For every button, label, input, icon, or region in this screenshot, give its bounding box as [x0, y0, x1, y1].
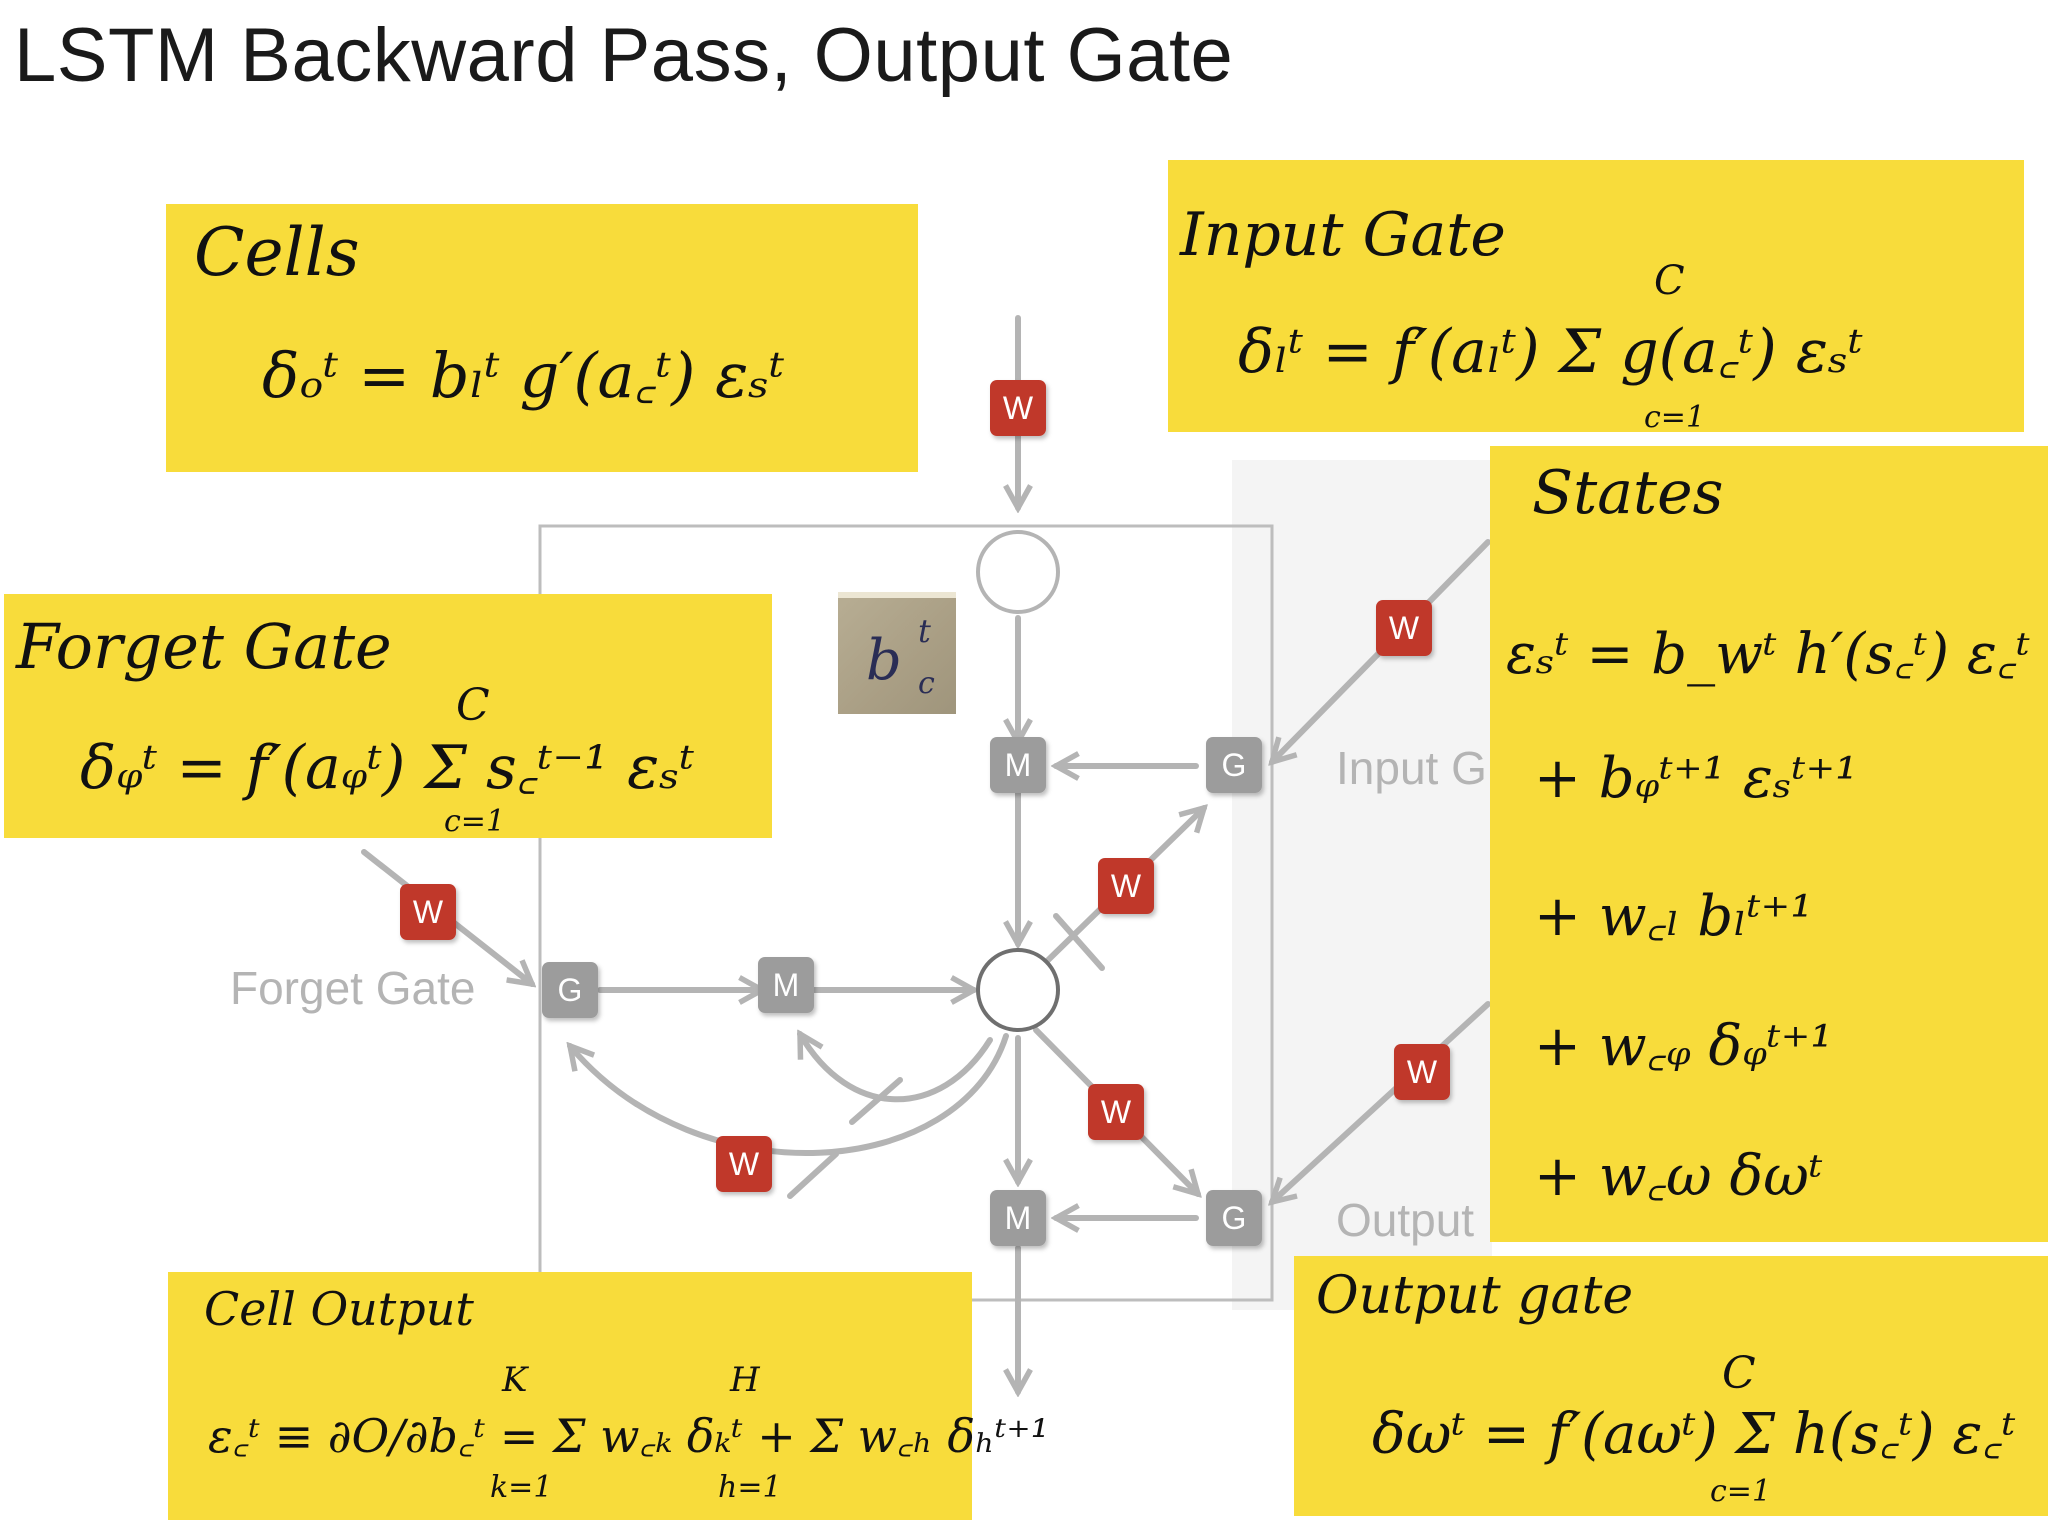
cells-heading: Cells	[194, 214, 360, 291]
weight-box-forget-gate: W	[400, 884, 456, 940]
weight-box-input: W	[990, 380, 1046, 436]
cells-note: Cells δₒᵗ = bₗᵗ g′(a꜀ᵗ) εₛᵗ	[166, 204, 918, 472]
photo-note-bc: b t c	[838, 592, 956, 714]
output-gate-heading: Output gate	[1316, 1266, 1634, 1326]
weight-box-peephole-forget: W	[716, 1136, 772, 1192]
photo-note-sub: c	[918, 666, 935, 701]
cell-output-heading: Cell Output	[204, 1282, 474, 1336]
page-title: LSTM Backward Pass, Output Gate	[14, 13, 1234, 98]
svg-text:W: W	[413, 894, 444, 930]
forget-gate-note: Forget Gate C δᵩᵗ = f′(aᵩᵗ) Σ s꜀ᵗ⁻¹ εₛᵗ …	[4, 594, 772, 839]
states-line: εₛᵗ = b_wᵗ h′(s꜀ᵗ) ε꜀ᵗ	[1506, 622, 2031, 687]
cell-output-equation: ε꜀ᵗ ≡ ∂O/∂b꜀ᵗ = Σ w꜀ₖ δₖᵗ + Σ w꜀ₕ δₕᵗ⁺¹	[208, 1409, 1050, 1463]
mult-node-top: M	[990, 737, 1046, 793]
cut-mark	[1053, 913, 1105, 971]
cell-output-sum2-top: H	[730, 1360, 760, 1400]
output-gate-sum-top: C	[1722, 1348, 1756, 1399]
forget-gate-sum-bottom: c=1	[444, 804, 506, 839]
svg-text:M: M	[1005, 747, 1032, 783]
svg-text:W: W	[729, 1146, 760, 1182]
output-gate-input-arrow	[1272, 1001, 1491, 1202]
net-input-node	[976, 530, 1060, 614]
svg-text:W: W	[1003, 390, 1034, 426]
input-gate-heading: Input Gate	[1180, 200, 1506, 270]
svg-text:G: G	[558, 972, 583, 1008]
input-gate-equation: δₗᵗ = f′(aₗᵗ) Σ g(a꜀ᵗ) εₛᵗ	[1238, 317, 1864, 387]
cell-state-node	[976, 948, 1060, 1032]
forget-gate-heading: Forget Gate	[16, 610, 392, 683]
states-line: + bᵩᵗ⁺¹ εₛᵗ⁺¹	[1534, 746, 1858, 811]
cell-output-note: Cell Output K H ε꜀ᵗ ≡ ∂O/∂b꜀ᵗ = Σ w꜀ₖ δₖ…	[168, 1272, 1049, 1520]
svg-text:W: W	[1407, 1054, 1438, 1090]
forget-mult-node: M	[758, 957, 814, 1013]
cell-self-loop-curve	[797, 1034, 993, 1103]
output-gate-equation: δωᵗ = f′(aωᵗ) Σ h(s꜀ᵗ) ε꜀ᵗ	[1372, 1402, 2016, 1467]
svg-text:G: G	[1222, 747, 1247, 783]
cell-output-sum1-bottom: k=1	[490, 1470, 553, 1505]
svg-text:M: M	[1005, 1200, 1032, 1236]
cell-to-forget-gate-curve	[570, 1033, 1009, 1157]
cut-mark	[787, 1151, 839, 1199]
svg-text:W: W	[1101, 1094, 1132, 1130]
states-line: + w꜀ᵩ δᵩᵗ⁺¹	[1534, 1014, 1833, 1079]
svg-text:W: W	[1389, 610, 1420, 646]
forget-gate-label: Forget Gate	[230, 962, 475, 1014]
svg-text:W: W	[1111, 868, 1142, 904]
weight-box-output-gate: W	[1394, 1044, 1450, 1100]
states-note: States εₛᵗ = b_wᵗ h′(s꜀ᵗ) ε꜀ᵗ + bᵩᵗ⁺¹ εₛ…	[1490, 446, 2048, 1242]
output-gate-node: G	[1206, 1190, 1262, 1246]
output-gate-note: Output gate C δωᵗ = f′(aωᵗ) Σ h(s꜀ᵗ) ε꜀ᵗ…	[1294, 1256, 2048, 1516]
output-mult-node: M	[990, 1190, 1046, 1246]
forget-gate-node: G	[542, 962, 598, 1018]
weight-box-peephole-output: W	[1088, 1084, 1144, 1140]
input-gate-note: Input Gate C δₗᵗ = f′(aₗᵗ) Σ g(a꜀ᵗ) εₛᵗ …	[1168, 160, 2024, 435]
input-gate-node: G	[1206, 737, 1262, 793]
states-heading: States	[1532, 458, 1724, 528]
weight-box-input-gate: W	[1376, 600, 1432, 656]
cut-mark	[849, 1077, 903, 1125]
input-gate-sum-bottom: c=1	[1644, 400, 1706, 435]
background-panel	[1232, 460, 1492, 1310]
input-gate-label: Input G	[1336, 742, 1487, 794]
photo-note-sup: t	[918, 612, 931, 650]
weight-box-peephole-input: W	[1098, 858, 1154, 914]
svg-text:M: M	[773, 967, 800, 1003]
input-gate-sum-top: C	[1654, 258, 1685, 304]
svg-text:G: G	[1222, 1200, 1247, 1236]
states-line: + w꜀ₗ bₗᵗ⁺¹	[1534, 884, 1813, 949]
cell-output-sum1-top: K	[502, 1360, 528, 1400]
photo-note-base: b	[866, 628, 902, 693]
states-line: + w꜀ω δωᵗ	[1534, 1144, 1823, 1209]
output-gate-sum-bottom: c=1	[1710, 1474, 1772, 1509]
output-gate-label: Output	[1336, 1194, 1474, 1246]
forget-gate-sum-top: C	[456, 680, 490, 731]
cell-output-sum2-bottom: h=1	[718, 1470, 782, 1505]
forget-gate-equation: δᵩᵗ = f′(aᵩᵗ) Σ s꜀ᵗ⁻¹ εₛᵗ	[80, 733, 695, 803]
cells-equation: δₒᵗ = bₗᵗ g′(a꜀ᵗ) εₛᵗ	[262, 339, 785, 412]
